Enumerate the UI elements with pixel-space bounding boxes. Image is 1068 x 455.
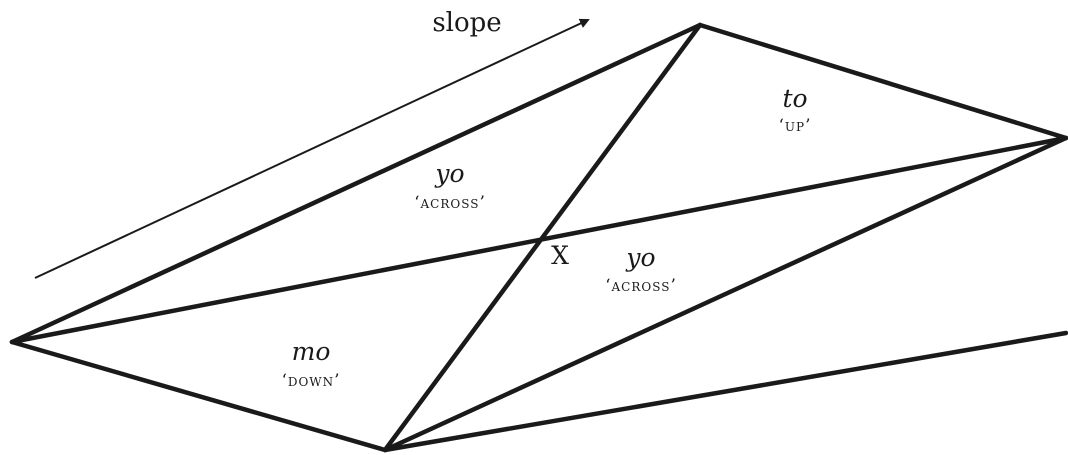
region-lower-right-gloss: ‘across’ [605, 276, 677, 296]
region-bottom-left-word: mo [291, 337, 331, 366]
region-upper-left-gloss: ‘across’ [414, 193, 486, 213]
region-top-gloss: ‘up’ [778, 116, 812, 136]
edge-left-to-bottom [9, 339, 388, 453]
slope-arrow [34, 18, 590, 279]
slope-label: slope [432, 8, 502, 38]
region-upper-left-word: yo [435, 159, 465, 188]
region-top-word: to [782, 84, 808, 113]
edge-top-to-right [697, 22, 1068, 141]
edge-left-to-top [9, 22, 703, 345]
region-lower-right-word: yo [626, 243, 656, 272]
edge-right-to-bottom [382, 135, 1068, 453]
intersection-label: X [551, 241, 569, 270]
diagonal-top-to-bottom [382, 22, 703, 453]
extension-line [382, 330, 1068, 453]
region-bottom-left-gloss: ‘down’ [281, 371, 341, 391]
